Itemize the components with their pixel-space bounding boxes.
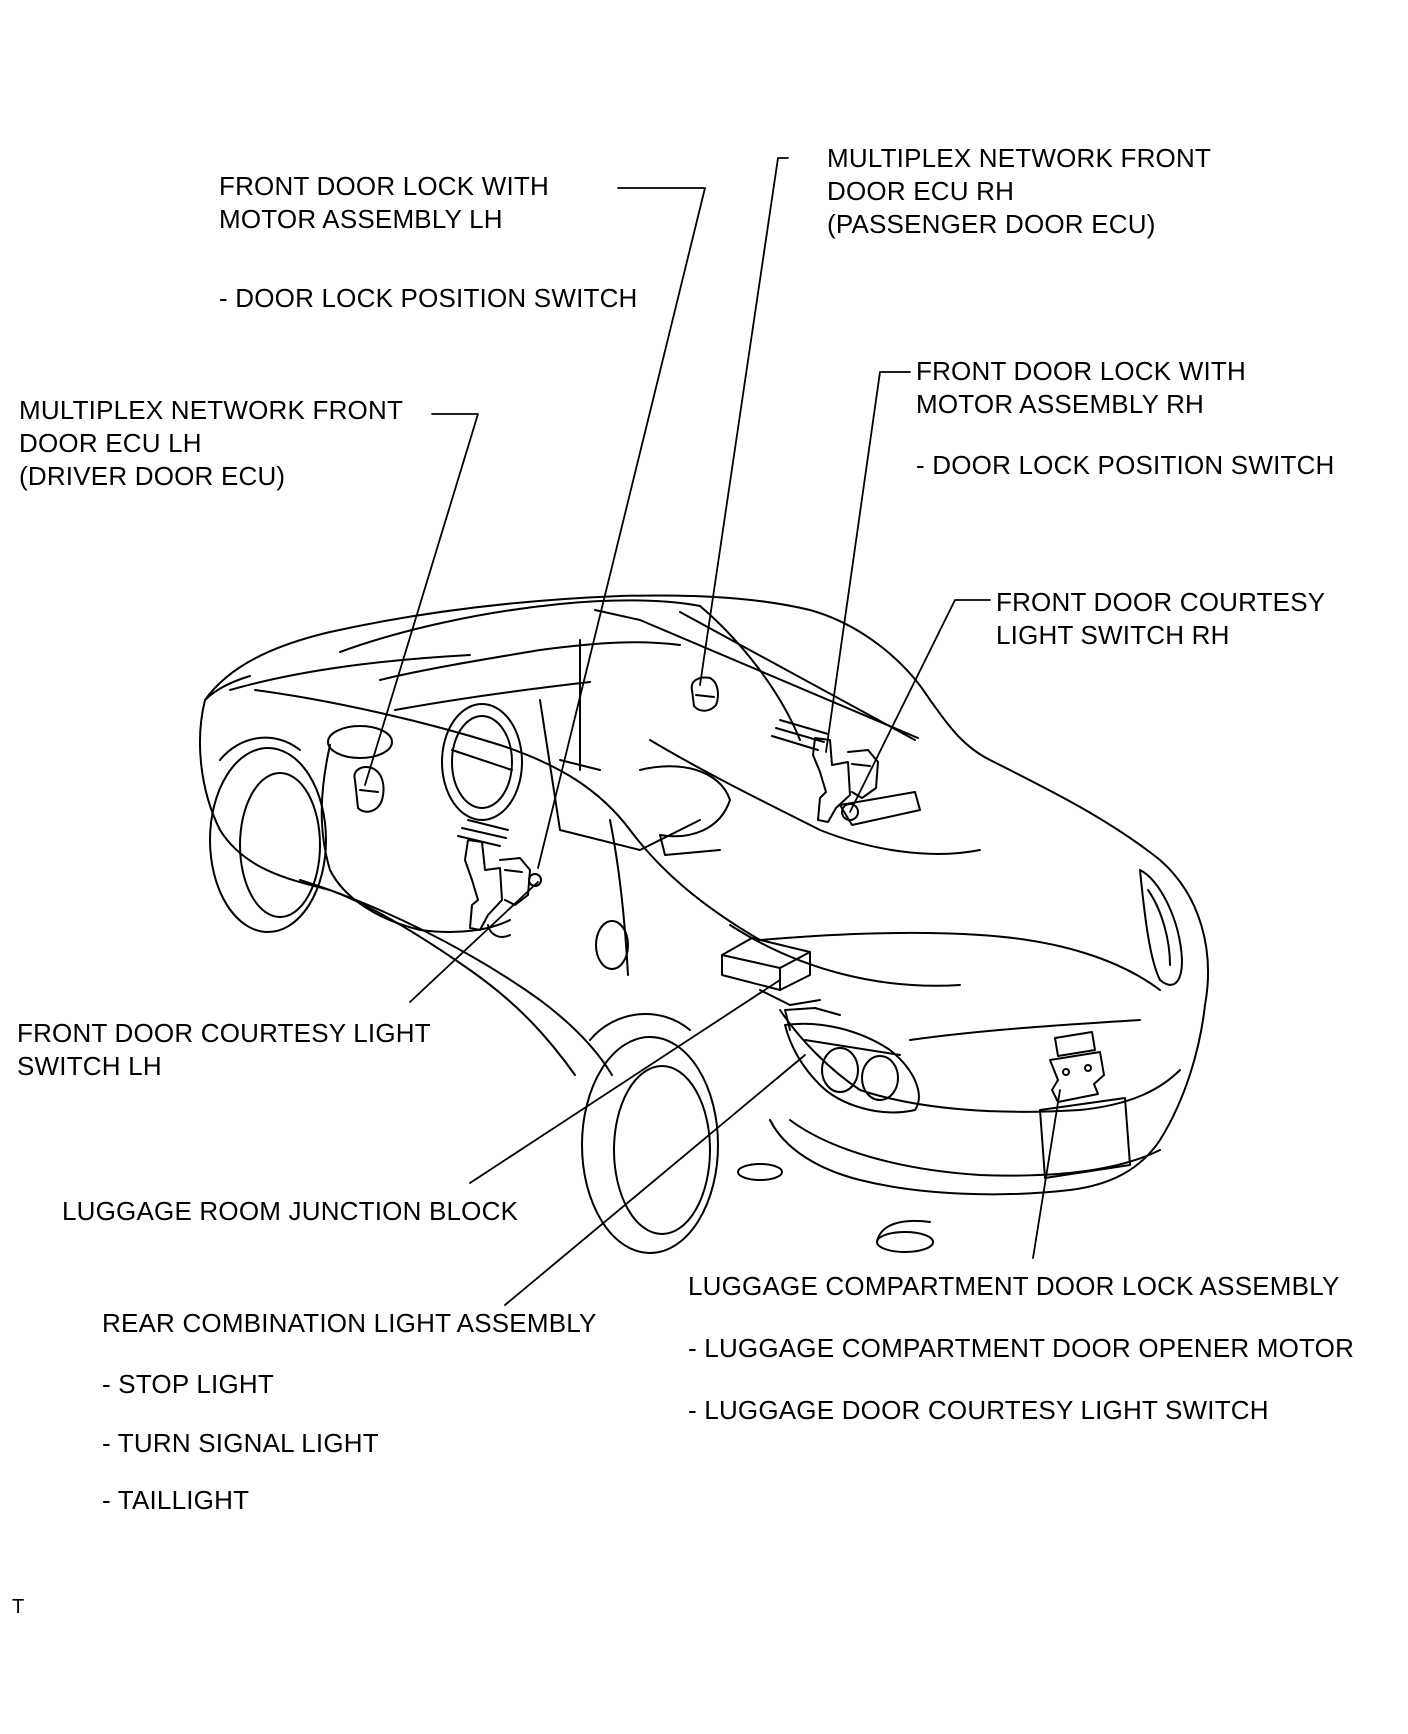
courtesy-rh-line1: FRONT DOOR COURTESY bbox=[996, 587, 1326, 617]
label-courtesy-rh: FRONT DOOR COURTESY LIGHT SWITCH RH bbox=[996, 586, 1325, 652]
front-lock-lh-line1: FRONT DOOR LOCK WITH bbox=[219, 171, 549, 201]
label-rear-combination: REAR COMBINATION LIGHT ASSEMBLY - STOP L… bbox=[102, 1307, 597, 1517]
ecu-lh-line2: DOOR ECU LH bbox=[19, 428, 202, 458]
rear-combination-sub3: - TAILLIGHT bbox=[102, 1485, 250, 1515]
footer-code: T bbox=[12, 1596, 25, 1618]
front-lock-rh-line2: MOTOR ASSEMBLY RH bbox=[916, 389, 1205, 419]
ecu-lh-line1: MULTIPLEX NETWORK FRONT bbox=[19, 395, 404, 425]
courtesy-lh-line1: FRONT DOOR COURTESY LIGHT bbox=[17, 1018, 431, 1048]
front-lock-lh-sub: - DOOR LOCK POSITION SWITCH bbox=[219, 283, 638, 313]
junction-block-line1: LUGGAGE ROOM JUNCTION BLOCK bbox=[62, 1196, 519, 1226]
label-ecu-lh: MULTIPLEX NETWORK FRONT DOOR ECU LH (DRI… bbox=[19, 394, 403, 493]
rear-combination-line1: REAR COMBINATION LIGHT ASSEMBLY bbox=[102, 1308, 597, 1338]
rear-combination-light bbox=[784, 1007, 920, 1114]
front-lock-lh-line2: MOTOR ASSEMBLY LH bbox=[219, 204, 503, 234]
ecu-lh-line3: (DRIVER DOOR ECU) bbox=[19, 461, 286, 491]
door-lock-rh-part bbox=[771, 719, 879, 823]
leader-lines bbox=[364, 157, 1061, 1306]
luggage-lock-part bbox=[1049, 1031, 1105, 1103]
label-junction-block: LUGGAGE ROOM JUNCTION BLOCK bbox=[62, 1195, 518, 1228]
label-front-lock-rh: FRONT DOOR LOCK WITH MOTOR ASSEMBLY RH -… bbox=[916, 355, 1335, 482]
luggage-lock-sub1: - LUGGAGE COMPARTMENT DOOR OPENER MOTOR bbox=[688, 1333, 1355, 1363]
car-body bbox=[199, 594, 1209, 1253]
courtesy-rh-line2: LIGHT SWITCH RH bbox=[996, 620, 1230, 650]
ecu-rh-line1: MULTIPLEX NETWORK FRONT bbox=[827, 143, 1212, 173]
ecu-lh-part bbox=[353, 766, 385, 813]
label-front-lock-lh: FRONT DOOR LOCK WITH MOTOR ASSEMBLY LH -… bbox=[219, 170, 638, 315]
courtesy-lh-line2: SWITCH LH bbox=[17, 1051, 162, 1081]
label-courtesy-lh: FRONT DOOR COURTESY LIGHT SWITCH LH bbox=[17, 1017, 431, 1083]
ecu-rh-line3: (PASSENGER DOOR ECU) bbox=[827, 209, 1156, 239]
label-ecu-rh: MULTIPLEX NETWORK FRONT DOOR ECU RH (PAS… bbox=[827, 142, 1211, 241]
ecu-rh-line2: DOOR ECU RH bbox=[827, 176, 1015, 206]
front-lock-rh-line1: FRONT DOOR LOCK WITH bbox=[916, 356, 1246, 386]
front-lock-rh-sub: - DOOR LOCK POSITION SWITCH bbox=[916, 450, 1335, 480]
luggage-lock-sub2: - LUGGAGE DOOR COURTESY LIGHT SWITCH bbox=[688, 1395, 1269, 1425]
label-luggage-lock: LUGGAGE COMPARTMENT DOOR LOCK ASSEMBLY -… bbox=[688, 1270, 1354, 1427]
rear-wheel bbox=[581, 1013, 719, 1254]
ecu-rh-part bbox=[690, 676, 719, 712]
front-wheel bbox=[209, 736, 327, 933]
cabin bbox=[327, 599, 981, 987]
door-lock-lh-part bbox=[457, 819, 542, 938]
luggage-lock-line1: LUGGAGE COMPARTMENT DOOR LOCK ASSEMBLY bbox=[688, 1271, 1340, 1301]
rear-combination-sub2: - TURN SIGNAL LIGHT bbox=[102, 1428, 379, 1458]
rear-combination-sub1: - STOP LIGHT bbox=[102, 1369, 274, 1399]
junction-block bbox=[721, 937, 821, 1006]
front-right-light bbox=[1139, 869, 1183, 986]
